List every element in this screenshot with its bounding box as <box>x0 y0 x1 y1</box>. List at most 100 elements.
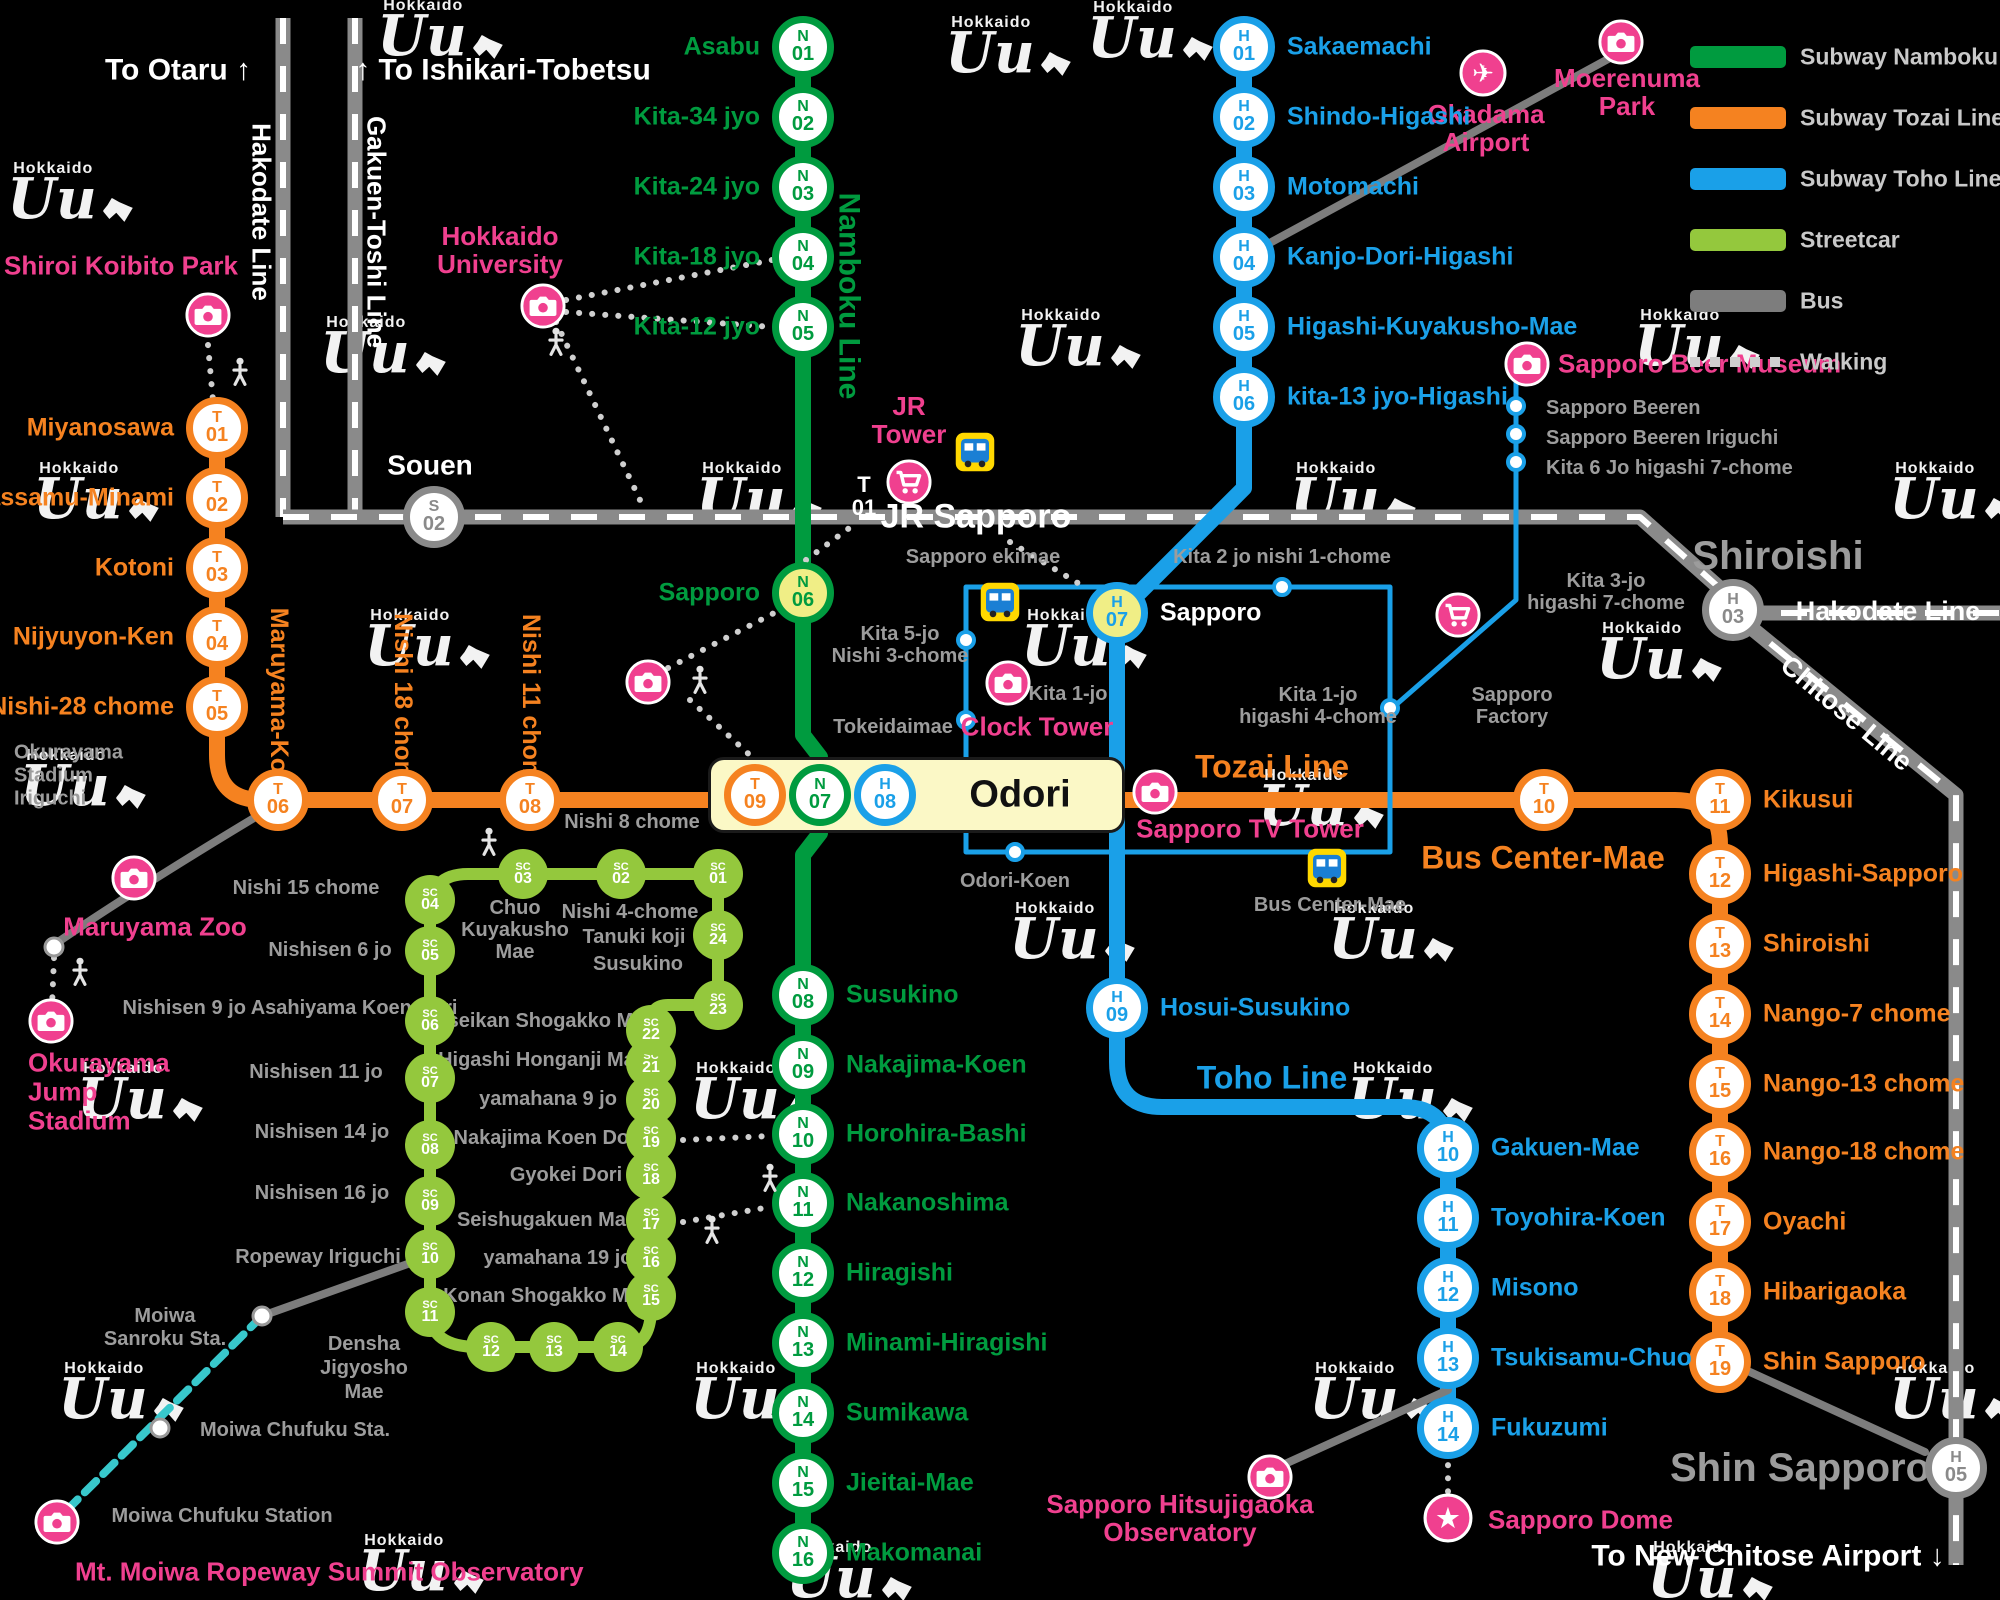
okadama-airport-plane-icon[interactable]: ✈ <box>1459 49 1507 97</box>
loop-bus-icon[interactable] <box>979 581 1021 623</box>
hokkaido-university-camera-icon[interactable] <box>520 283 566 329</box>
bus-center-mae-bus-icon[interactable] <box>1306 847 1348 889</box>
government-building-camera-icon[interactable] <box>625 659 671 705</box>
sapporo-factory-shopping-icon[interactable] <box>1435 592 1481 638</box>
maruyama-zoo-camera-icon[interactable] <box>111 855 157 901</box>
moiwa-summit-camera-icon[interactable] <box>34 1499 80 1545</box>
station-code-letter: N <box>797 1464 809 1482</box>
hitsujigaoka-camera-icon[interactable] <box>1247 1454 1293 1500</box>
moerenuma-park-camera-icon[interactable] <box>1598 19 1644 65</box>
shiroi-koibito-park-camera-icon[interactable] <box>185 292 231 338</box>
station-label-N16: Makomanai <box>846 1538 983 1567</box>
sapporo-beer-museum-camera-icon[interactable] <box>1504 341 1550 387</box>
station-code-letter: N <box>797 168 809 186</box>
station-code-letter: N <box>797 28 809 46</box>
station-code-number: 01 <box>205 424 229 447</box>
station-label-N12: Hiragishi <box>846 1258 953 1287</box>
station-code-letter: H <box>1950 1449 1962 1467</box>
station-code-letter: T <box>1715 1203 1725 1221</box>
clock-tower-camera-icon[interactable] <box>985 660 1031 706</box>
sapporo-ekimae-bus-icon[interactable] <box>954 431 996 473</box>
station-code-letter: T <box>273 781 283 799</box>
okurayama-camera-icon[interactable] <box>28 998 74 1044</box>
jr-tower-shopping-icon[interactable] <box>886 459 932 505</box>
station-code-number: 15 <box>791 1479 815 1502</box>
sapporo-dome-star-icon[interactable]: ★ <box>1423 1493 1473 1543</box>
sapporo-tv-tower-camera-icon[interactable] <box>1132 769 1178 815</box>
station-code-letter: H <box>1111 989 1123 1007</box>
